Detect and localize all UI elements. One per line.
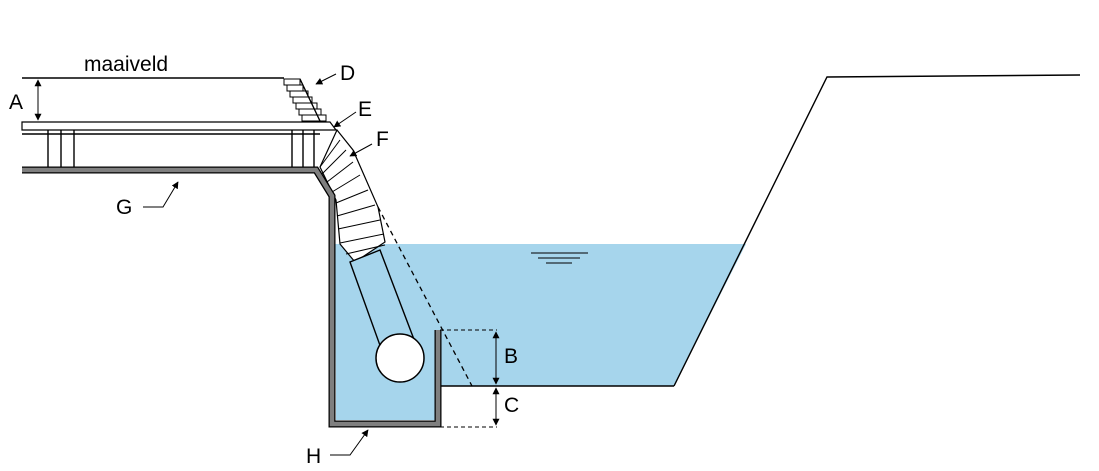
water-surface-symbol (531, 252, 588, 264)
dimension-b (440, 329, 500, 385)
label-maaiveld: maaiveld (84, 53, 168, 76)
dashed-slope-line (377, 206, 473, 387)
label-c: C (504, 394, 519, 417)
label-f: F (376, 128, 389, 151)
label-e: E (358, 98, 372, 121)
top-slab (21, 121, 338, 131)
leader-e (333, 111, 357, 128)
leader-d (315, 73, 337, 85)
leader-g (143, 181, 179, 208)
block-revetment (319, 128, 386, 263)
label-h: H (306, 445, 321, 468)
right-bank (673, 74, 1081, 387)
leader-f (349, 143, 373, 157)
dimension-c (440, 387, 500, 428)
sheet-pile-wall-fill (22, 167, 441, 427)
leader-h (330, 429, 369, 456)
stepped-edging (283, 78, 327, 122)
label-d: D (340, 62, 355, 85)
label-g: G (116, 196, 132, 219)
label-a: A (9, 91, 23, 114)
label-b: B (504, 345, 518, 368)
support-pillars (22, 130, 320, 167)
float-ball (375, 333, 425, 383)
